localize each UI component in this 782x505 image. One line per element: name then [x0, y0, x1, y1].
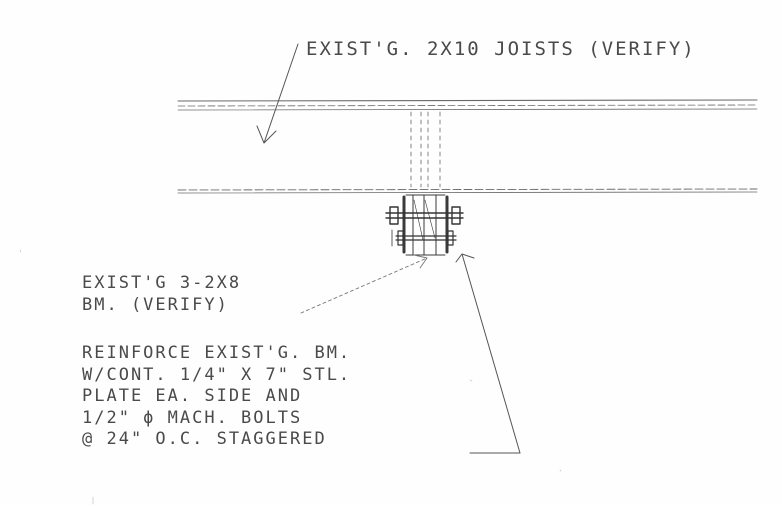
beam-label-line-1: EXIST'G 3-2X8 — [82, 273, 242, 293]
beam-label: EXIST'G 3-2X8 BM. (VERIFY) — [82, 272, 241, 316]
reinforcement-note-line-3: PLATE EA. SIDE AND — [82, 386, 303, 406]
reinforcement-note-line-4: 1/2" ϕ MACH. BOLTS — [82, 407, 303, 428]
beam-centerlines — [410, 111, 441, 188]
joist-top-edge — [177, 99, 758, 111]
reinforcement-note-line-1: REINFORCE EXIST'G. BM. — [82, 343, 352, 363]
reinforcement-note: REINFORCE EXIST'G. BM. W/CONT. 1/4" X 7"… — [82, 343, 351, 451]
bolt-upper — [385, 206, 464, 225]
reinforcement-note-line-5: @ 24" O.C. STAGGERED — [82, 429, 327, 449]
paper-specks — [19, 249, 562, 505]
beam-label-line-2: BM. (VERIFY) — [82, 295, 229, 315]
joist-label-text: EXIST'G. 2X10 JOISTS (VERIFY) — [306, 38, 696, 60]
reinforce-leader — [455, 253, 521, 454]
joist-leader — [256, 43, 299, 144]
built-up-beam — [402, 194, 449, 256]
bolt-lower — [391, 229, 457, 247]
beam-leader — [300, 254, 428, 314]
joist-label: EXIST'G. 2X10 JOISTS (VERIFY) — [306, 38, 696, 60]
joist-bottom-edge — [177, 188, 758, 194]
reinforcement-note-line-2: W/CONT. 1/4" X 7" STL. — [82, 364, 352, 385]
